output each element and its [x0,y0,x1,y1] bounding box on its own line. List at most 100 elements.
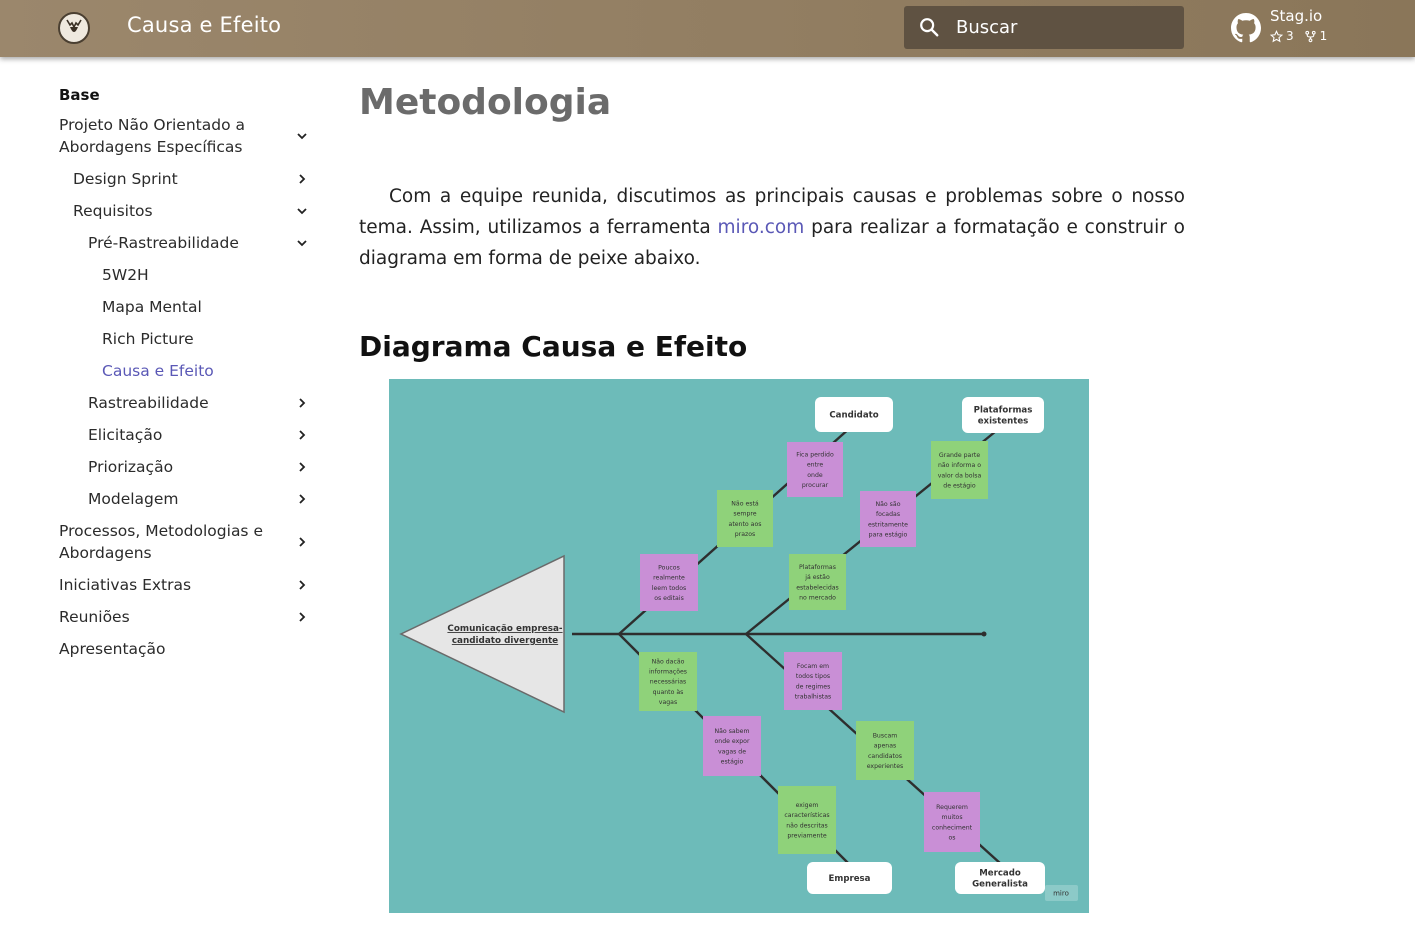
miro-link[interactable]: miro.com [717,217,805,238]
nav-list: Projeto Não Orientado a Abordagens Espec… [59,114,319,660]
sidebar-item[interactable]: Priorização [59,456,319,478]
sidebar-item-label: Rastreabilidade [88,394,209,412]
intro-paragraph: Com a equipe reunida, discutimos as prin… [359,181,1185,274]
category-plataformas-box [962,397,1044,433]
chevron-right-icon[interactable] [295,610,309,624]
sidebar-item[interactable]: Pré-Rastreabilidade [59,232,319,254]
note-requerem-note [924,792,980,852]
search-input[interactable] [956,6,1176,49]
chevron-down-icon[interactable] [295,236,309,250]
sidebar-item[interactable]: Projeto Não Orientado a Abordagens Espec… [59,114,319,158]
stars-count: 3 [1286,29,1294,43]
repo-forks: 1 [1304,29,1328,43]
note-nao-esta-note [717,490,773,547]
sidebar-item[interactable]: 5W2H [59,264,319,286]
sidebar-item[interactable]: Reuniões [59,606,319,628]
top-header: Causa e Efeito Stag.io 3 1 [0,0,1415,57]
section-title: Diagrama Causa e Efeito [359,330,748,363]
forks-count: 1 [1319,29,1328,43]
github-icon [1231,13,1261,43]
note-nao-sao-note [860,491,916,547]
sidebar-item[interactable]: Requisitos [59,200,319,222]
sidebar-item[interactable]: Processos, Metodologias e Abordagens [59,520,319,564]
chevron-right-icon[interactable] [295,492,309,506]
chevron-right-icon[interactable] [295,460,309,474]
site-title[interactable]: Causa e Efeito [127,13,282,37]
search-icon [920,18,939,37]
chevron-right-icon[interactable] [295,578,309,592]
fish-head-label: Comunicação empresa-candidato divergente [447,624,563,646]
category-empresa-box [807,862,892,894]
site-logo[interactable] [58,12,90,44]
note-grande-parte-note [931,441,988,499]
sidebar-item-label: Reuniões [59,608,130,626]
sidebar-item-label: Iniciativas Extras [59,576,192,594]
sidebar-item-label: Pré-Rastreabilidade [88,234,239,252]
sidebar-item[interactable]: Apresentação [59,638,319,660]
miro-watermark: miro [1053,889,1069,897]
repo-link[interactable]: Stag.io 3 1 [1231,6,1351,50]
sidebar-item[interactable]: Elicitação [59,424,319,446]
category-empresa-label: Empresa [829,874,871,884]
main-content: Metodologia Com a equipe reunida, discut… [359,82,1185,363]
sidebar-item[interactable]: Iniciativas Extras [59,574,319,596]
note-focam-note [784,652,842,710]
sidebar-item-label: Design Sprint [73,170,178,188]
category-candidato-label: Candidato [829,411,878,421]
sidebar-nav: Base Projeto Não Orientado a Abordagens … [59,86,319,670]
category-mercado-box [955,862,1045,894]
chevron-right-icon[interactable] [295,172,309,186]
sidebar-item-label: Causa e Efeito [102,362,214,380]
sidebar-item-label: Priorização [88,458,174,476]
note-nao-sabem-note [703,716,761,776]
chevron-right-icon[interactable] [295,535,309,549]
note-fica-perdido-note [787,442,843,497]
sidebar-item-label: Rich Picture [102,330,194,348]
chevron-down-icon[interactable] [295,204,309,218]
fork-icon [1304,30,1316,42]
miro-watermark-bg [1045,885,1078,901]
nav-section-title: Base [59,86,100,104]
para-text-before: Com a equipe reunida, discutimos as prin… [359,186,1185,238]
sidebar-item-label: Apresentação [59,640,166,658]
sidebar-item[interactable]: Causa e Efeito [59,360,319,382]
sidebar-item-label: Modelagem [88,490,179,508]
sidebar-item[interactable]: Design Sprint [59,168,319,190]
sidebar-item-label: 5W2H [102,266,149,284]
repo-name: Stag.io [1270,7,1323,25]
sidebar-item[interactable]: Mapa Mental [59,296,319,318]
note-exigem-note [778,786,836,854]
note-plataformas-ja-note [789,554,846,610]
chevron-down-icon[interactable] [295,129,309,143]
sidebar-item-label: Projeto Não Orientado a Abordagens Espec… [59,116,245,156]
chevron-right-icon[interactable] [295,428,309,442]
fish-head [399,554,565,714]
sidebar-item-label: Mapa Mental [102,298,202,316]
note-nao-dao-note [639,652,697,711]
sidebar-item[interactable]: Rich Picture [59,328,319,350]
fishbone-diagram: Comunicação empresa-candidato divergente… [389,379,1089,913]
sidebar-item[interactable]: Modelagem [59,488,319,510]
category-candidato-box [815,397,893,432]
search-box[interactable] [904,6,1184,49]
chevron-right-icon[interactable] [295,396,309,410]
page-title: Metodologia [359,82,612,123]
sidebar-item-label: Processos, Metodologias e Abordagens [59,522,263,562]
star-icon [1270,29,1283,42]
stag-logo-icon [66,19,82,32]
sidebar-item[interactable]: Rastreabilidade [59,392,319,414]
